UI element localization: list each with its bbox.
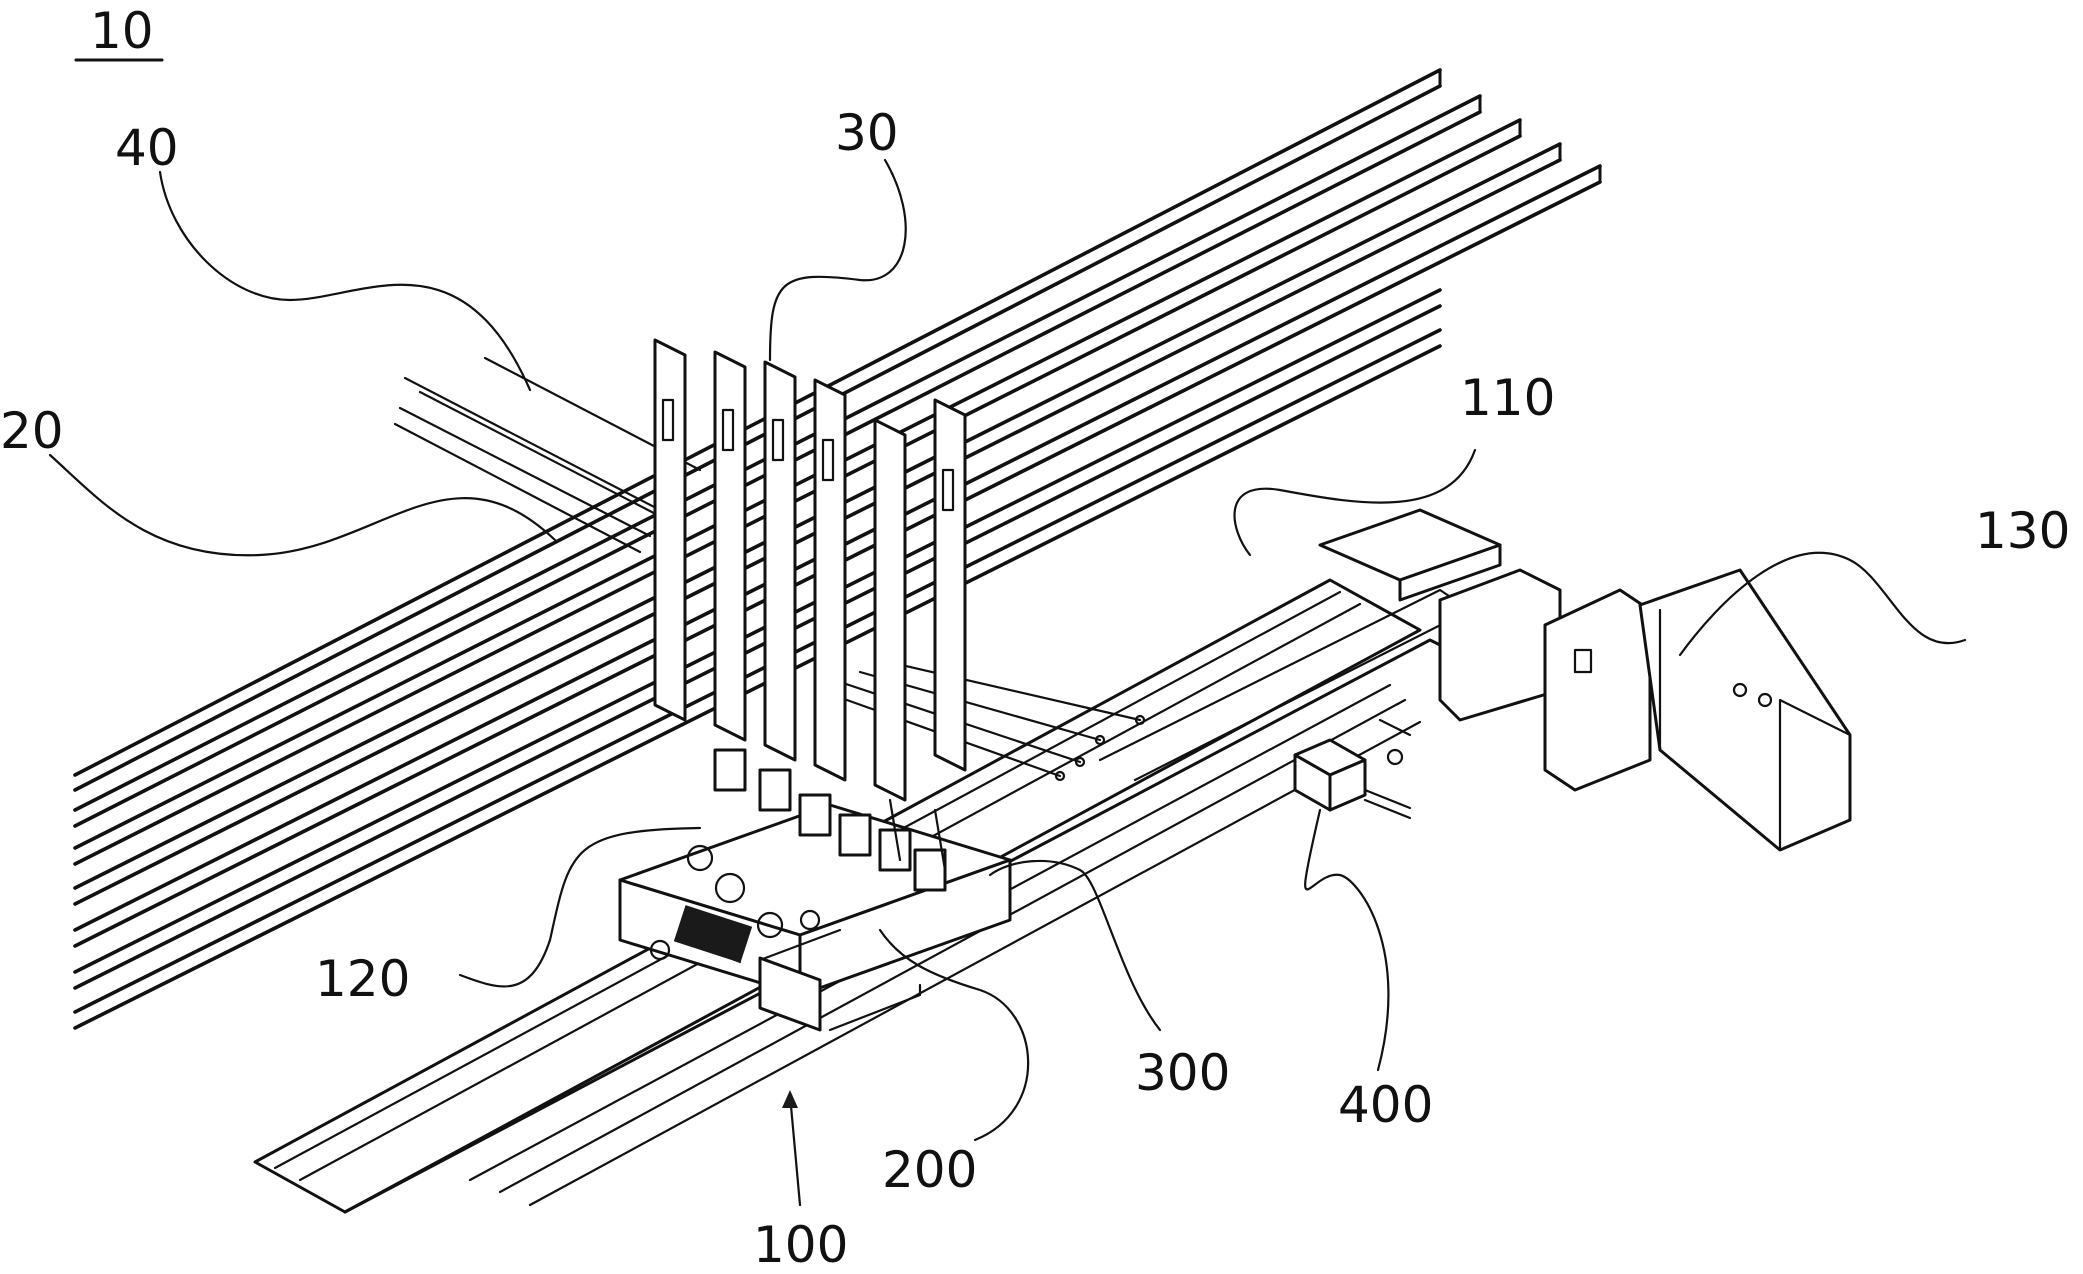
leader-30: [770, 160, 906, 360]
label-120: 120: [315, 950, 410, 1008]
sensor: [1295, 720, 1410, 818]
carriage: [620, 805, 1010, 1030]
leader-20: [50, 455, 555, 555]
label-100: 100: [753, 1216, 848, 1274]
label-400: 400: [1338, 1076, 1433, 1134]
label-main-ref: 10: [90, 2, 154, 60]
leader-40: [160, 172, 530, 390]
label-200: 200: [882, 1141, 977, 1199]
label-30: 30: [835, 104, 899, 162]
label-300: 300: [1135, 1044, 1230, 1102]
drive-motor: [1320, 510, 1850, 850]
label-130: 130: [1975, 502, 2070, 560]
label-110: 110: [1460, 369, 1555, 427]
label-40: 40: [115, 119, 179, 177]
label-20: 20: [0, 402, 64, 460]
leader-100: [790, 1095, 800, 1205]
arrowhead-100: [782, 1090, 798, 1108]
leader-400: [1305, 810, 1388, 1070]
leader-200: [880, 930, 1028, 1140]
